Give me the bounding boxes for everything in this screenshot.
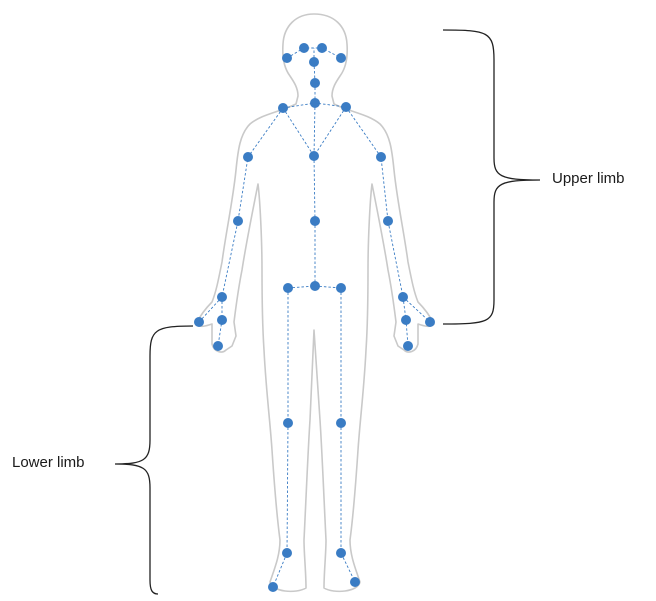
joint-left-forearm — [233, 216, 243, 226]
joint-right-fingertip — [403, 341, 413, 351]
joint-right-shoulder — [341, 102, 351, 112]
joint-pelvis — [310, 281, 320, 291]
joint-left-knee — [283, 418, 293, 428]
joint-right-knee — [336, 418, 346, 428]
joint-right-eye — [317, 43, 327, 53]
joint-right-forearm — [383, 216, 393, 226]
joint-navel — [310, 216, 320, 226]
joint-right-wrist — [398, 292, 408, 302]
joint-right-palm — [401, 315, 411, 325]
upper-limb-brace — [443, 30, 540, 324]
joint-right-ankle — [336, 548, 346, 558]
joint-chin — [310, 78, 320, 88]
lower-limb-label: Lower limb — [12, 454, 85, 471]
joint-left-toe — [268, 582, 278, 592]
joint-left-hip — [283, 283, 293, 293]
joint-neck — [310, 98, 320, 108]
joint-right-toe — [350, 577, 360, 587]
joint-right-ear — [336, 53, 346, 63]
upper-limb-label: Upper limb — [552, 170, 625, 187]
joint-right-hip — [336, 283, 346, 293]
joint-left-ear — [282, 53, 292, 63]
joint-left-ankle — [282, 548, 292, 558]
lower-limb-brace — [115, 326, 193, 594]
joint-left-wrist — [217, 292, 227, 302]
joint-left-eye — [299, 43, 309, 53]
joint-right-thumb — [425, 317, 435, 327]
joint-left-shoulder — [278, 103, 288, 113]
joint-nose — [309, 57, 319, 67]
joint-right-elbow — [376, 152, 386, 162]
joint-chest — [309, 151, 319, 161]
joint-left-elbow — [243, 152, 253, 162]
joint-left-thumb — [194, 317, 204, 327]
joint-left-palm — [217, 315, 227, 325]
joint-left-fingertip — [213, 341, 223, 351]
